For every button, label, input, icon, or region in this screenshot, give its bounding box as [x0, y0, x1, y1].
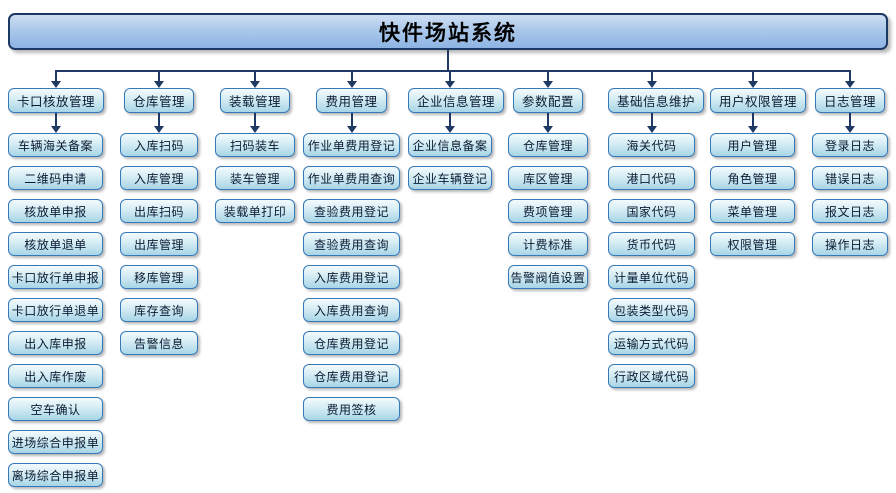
arrow-down-icon — [215, 113, 295, 133]
category-node: 参数配置 — [512, 88, 583, 113]
arrow-down-icon — [303, 72, 400, 88]
module-node: 扫码装车 — [215, 133, 295, 157]
arrow-down-icon — [408, 72, 492, 88]
module-node: 仓库费用登记 — [303, 364, 400, 388]
module-node: 告警信息 — [120, 331, 198, 355]
module-node: 出库扫码 — [120, 199, 198, 223]
branch-column-2: 仓库管理入库扫码入库管理出库扫码出库管理移库管理库存查询告警信息 — [120, 72, 198, 364]
branch-column-7: 基础信息维护海关代码港口代码国家代码货币代码计量单位代码包装类型代码运输方式代码… — [608, 72, 705, 397]
module-node: 查验费用登记 — [303, 199, 400, 223]
arrow-down-icon — [508, 113, 588, 133]
branch-column-9: 日志管理登录日志错误日志报文日志操作日志 — [812, 72, 888, 265]
connector-bus-line — [55, 70, 851, 72]
module-node: 报文日志 — [812, 199, 888, 223]
arrow-down-icon — [812, 72, 888, 88]
module-node: 作业单费用查询 — [303, 166, 400, 190]
module-node: 进场综合申报单 — [8, 430, 103, 454]
module-node: 入库费用查询 — [303, 298, 400, 322]
module-node: 二维码申请 — [8, 166, 103, 190]
module-node: 出入库申报 — [8, 331, 103, 355]
category-node: 企业信息管理 — [408, 88, 505, 113]
module-node: 货币代码 — [608, 232, 695, 256]
module-node: 权限管理 — [710, 232, 795, 256]
category-node: 费用管理 — [316, 88, 387, 113]
connector-trunk-line — [447, 50, 449, 71]
module-node: 行政区域代码 — [608, 364, 695, 388]
arrow-down-icon — [608, 72, 695, 88]
module-node: 用户管理 — [710, 133, 795, 157]
arrow-down-icon — [608, 113, 695, 133]
root-node: 快件场站系统 — [8, 13, 888, 50]
module-node: 费用签核 — [303, 397, 400, 421]
arrow-down-icon — [8, 72, 103, 88]
branch-column-1: 卡口核放管理车辆海关备案二维码申请核放单申报核放单退单卡口放行单申报卡口放行单退… — [8, 72, 105, 493]
category-node: 仓库管理 — [123, 88, 194, 113]
module-node: 库存查询 — [120, 298, 198, 322]
module-node: 核放单退单 — [8, 232, 103, 256]
module-node: 海关代码 — [608, 133, 695, 157]
module-node: 角色管理 — [710, 166, 795, 190]
module-node: 核放单申报 — [8, 199, 103, 223]
module-node: 菜单管理 — [710, 199, 795, 223]
arrow-down-icon — [120, 72, 198, 88]
root-node-label: 快件场站系统 — [379, 19, 517, 45]
category-node: 用户权限管理 — [710, 88, 807, 113]
module-node: 错误日志 — [812, 166, 888, 190]
arrow-down-icon — [812, 113, 888, 133]
module-node: 企业信息备案 — [408, 133, 492, 157]
module-node: 出入库作废 — [8, 364, 103, 388]
category-node: 基础信息维护 — [608, 88, 705, 113]
module-node: 运输方式代码 — [608, 331, 695, 355]
module-node: 装载单打印 — [215, 199, 295, 223]
arrow-down-icon — [508, 72, 588, 88]
module-node: 登录日志 — [812, 133, 888, 157]
module-node: 出库管理 — [120, 232, 198, 256]
category-node: 装载管理 — [219, 88, 290, 113]
module-node: 离场综合申报单 — [8, 463, 103, 487]
arrow-down-icon — [215, 72, 295, 88]
category-node: 卡口核放管理 — [8, 88, 105, 113]
module-node: 计费标准 — [508, 232, 588, 256]
arrow-down-icon — [120, 113, 198, 133]
module-node: 空车确认 — [8, 397, 103, 421]
module-node: 仓库费用登记 — [303, 331, 400, 355]
module-node: 库区管理 — [508, 166, 588, 190]
branch-column-8: 用户权限管理用户管理角色管理菜单管理权限管理 — [710, 72, 807, 265]
module-node: 包装类型代码 — [608, 298, 695, 322]
module-node: 操作日志 — [812, 232, 888, 256]
branch-column-5: 企业信息管理企业信息备案企业车辆登记 — [408, 72, 505, 199]
module-node: 装车管理 — [215, 166, 295, 190]
branch-column-6: 参数配置仓库管理库区管理费项管理计费标准告警阀值设置 — [508, 72, 588, 298]
branch-column-4: 费用管理作业单费用登记作业单费用查询查验费用登记查验费用查询入库费用登记入库费用… — [303, 72, 400, 430]
category-node: 日志管理 — [814, 88, 885, 113]
module-node: 入库费用登记 — [303, 265, 400, 289]
module-node: 企业车辆登记 — [408, 166, 492, 190]
module-node: 车辆海关备案 — [8, 133, 103, 157]
module-node: 港口代码 — [608, 166, 695, 190]
module-node: 仓库管理 — [508, 133, 588, 157]
module-node: 卡口放行单申报 — [8, 265, 103, 289]
module-node: 入库管理 — [120, 166, 198, 190]
module-node: 作业单费用登记 — [303, 133, 400, 157]
module-node: 查验费用查询 — [303, 232, 400, 256]
arrow-down-icon — [303, 113, 400, 133]
arrow-down-icon — [710, 72, 795, 88]
module-node: 移库管理 — [120, 265, 198, 289]
module-node: 入库扫码 — [120, 133, 198, 157]
module-node: 计量单位代码 — [608, 265, 695, 289]
module-node: 告警阀值设置 — [508, 265, 588, 289]
arrow-down-icon — [710, 113, 795, 133]
arrow-down-icon — [408, 113, 492, 133]
module-node: 国家代码 — [608, 199, 695, 223]
module-node: 费项管理 — [508, 199, 588, 223]
branch-column-3: 装载管理扫码装车装车管理装载单打印 — [215, 72, 295, 232]
arrow-down-icon — [8, 113, 103, 133]
module-node: 卡口放行单退单 — [8, 298, 103, 322]
